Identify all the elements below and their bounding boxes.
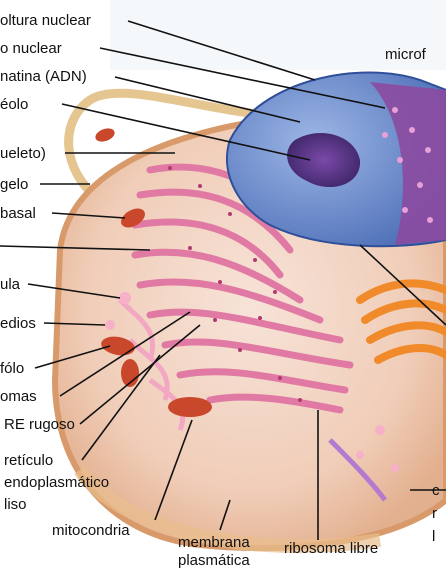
label-vesicula: ula <box>0 276 20 293</box>
label-poro-nuclear: o nuclear <box>0 40 62 57</box>
label-ribosoma-libre: ribosoma libre <box>284 540 378 557</box>
label-microfilamentos: microf <box>385 46 426 63</box>
label-re-liso-3: liso <box>4 496 27 513</box>
label-membrana-2: plasmática <box>178 552 250 569</box>
label-re-liso-1: retículo <box>4 452 53 469</box>
label-re-rugoso: RE rugoso <box>4 416 75 433</box>
label-re-liso-2: endoplasmático <box>4 474 109 491</box>
label-intermedios: edios <box>0 315 36 332</box>
label-right-l: l <box>432 528 435 545</box>
label-membrana-1: membrana <box>178 534 250 551</box>
label-flagelo: gelo <box>0 176 28 193</box>
label-cuerpo-basal: basal <box>0 205 36 222</box>
label-right-r: r <box>432 505 437 522</box>
label-fagosoma: fólo <box>0 360 24 377</box>
label-right-c: c <box>432 482 440 499</box>
label-citoesqueleto: ueleto) <box>0 145 46 162</box>
label-envoltura-nuclear: oltura nuclear <box>0 12 91 29</box>
label-mitocondria: mitocondria <box>52 522 130 539</box>
label-cromatina: natina (ADN) <box>0 68 87 85</box>
label-ribosomas: omas <box>0 388 37 405</box>
label-nucleolo: éolo <box>0 96 28 113</box>
